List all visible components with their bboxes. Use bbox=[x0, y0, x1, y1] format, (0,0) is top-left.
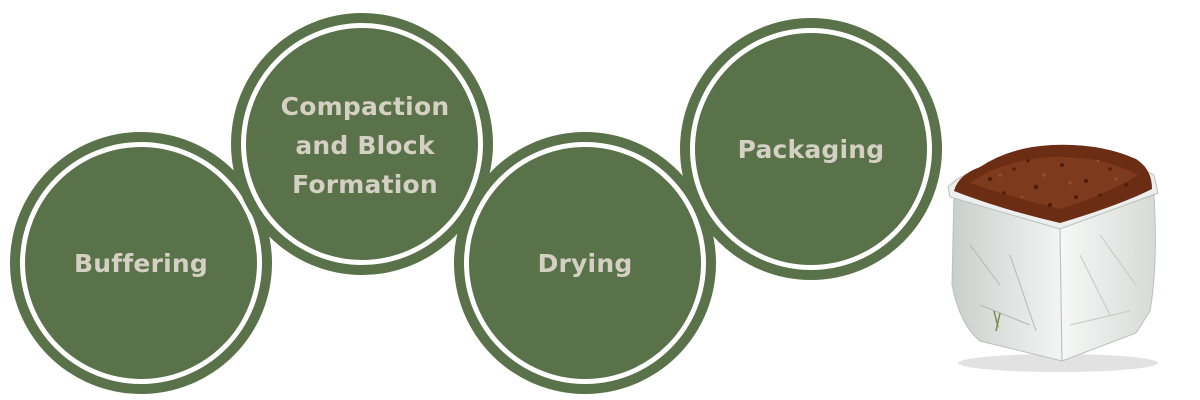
step-label-drying: Drying bbox=[537, 248, 633, 278]
step-circle-drying: Drying bbox=[454, 132, 716, 394]
step-circle-buffering: Buffering bbox=[10, 132, 272, 394]
step-label-buffering: Buffering bbox=[74, 248, 208, 278]
step-circle-compaction: Compaction and Block Formation bbox=[231, 13, 493, 275]
step-label-compaction: Compaction and Block Formation bbox=[280, 91, 450, 199]
step-circle-packaging: Packaging bbox=[680, 18, 942, 280]
step-label-packaging: Packaging bbox=[737, 134, 885, 164]
coir-grow-bag-image bbox=[947, 144, 1159, 372]
